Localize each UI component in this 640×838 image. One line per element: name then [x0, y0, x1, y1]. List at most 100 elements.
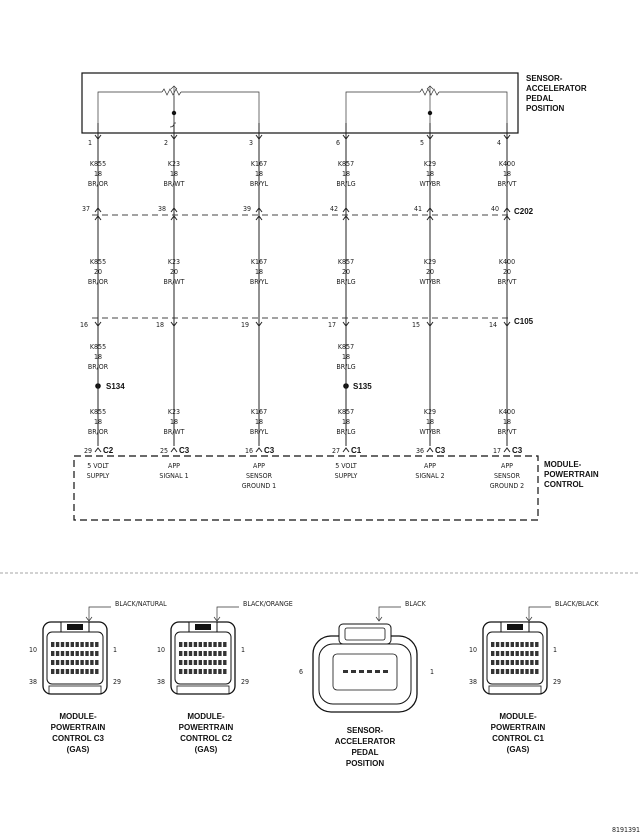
connector-color-label: BLACK — [405, 600, 427, 608]
wire-label: K855 — [90, 258, 106, 266]
pcm-function-label: GROUND 1 — [242, 482, 276, 490]
c202-pin-number: 38 — [158, 205, 166, 213]
wire-label: 18 — [94, 353, 102, 361]
wire-label: 20 — [94, 268, 102, 276]
wire-label: 18 — [503, 418, 511, 426]
c202-pin-number: 41 — [414, 205, 422, 213]
c105-pin-number: 15 — [412, 321, 420, 329]
svg-text:CONTROL: CONTROL — [544, 480, 584, 489]
wire-label: K857 — [338, 343, 354, 351]
pcm-pin-number: 17 — [493, 447, 501, 455]
svg-text:POSITION: POSITION — [526, 104, 564, 113]
pin-number: 1 — [241, 646, 245, 654]
wire-label: K23 — [168, 408, 180, 416]
pcm-function-label: SUPPLY — [335, 472, 358, 480]
wire-label: K29 — [424, 408, 436, 416]
c105-pin-number: 16 — [80, 321, 88, 329]
wire-label: BR/LG — [336, 363, 355, 371]
sensor-pin-number: 5 — [420, 139, 424, 147]
wire-label: K855 — [90, 160, 106, 168]
circuit-k857: 6K85718BR/LG42K85720BR/LG17K85718BR/LGK8… — [328, 123, 362, 480]
pcm-function-label: SUPPLY — [87, 472, 110, 480]
pin-number: 10 — [29, 646, 37, 654]
c105-pin-number: 14 — [489, 321, 497, 329]
pcm-connector-id: C2 — [103, 446, 114, 455]
sensor-pin-number: 1 — [88, 139, 92, 147]
wire-label: 20 — [170, 268, 178, 276]
pin-number: 1 — [553, 646, 557, 654]
wire-label: BR/OR — [88, 363, 109, 371]
splice-s134: S134 — [95, 382, 125, 391]
circuit-k167: 3K16718BR/YL39K16718BR/YL19K16718BR/YL16… — [241, 123, 276, 490]
wire-label: 18 — [94, 418, 102, 426]
wire-label: K167 — [251, 258, 267, 266]
pin-number: 29 — [241, 678, 249, 686]
sensor-pin-number: 3 — [249, 139, 253, 147]
wire-label: K167 — [251, 160, 267, 168]
c105-label: C105 — [514, 317, 534, 326]
wire-label: K857 — [338, 258, 354, 266]
wire-label: K23 — [168, 258, 180, 266]
pcm-pin-number: 27 — [332, 447, 340, 455]
pin-number: 29 — [553, 678, 561, 686]
circuits: 1K85518BR/OR37K85520BR/OR16K85518BR/ORK8… — [80, 123, 524, 490]
pcm-connector-id: C3 — [512, 446, 523, 455]
wire-label: 18 — [342, 353, 350, 361]
wire-label: BR/LG — [336, 428, 355, 436]
pcm-label: MODULE- POWERTRAIN CONTROL — [544, 460, 599, 489]
svg-text:S135: S135 — [353, 382, 372, 391]
pcm-connector-id: C3 — [179, 446, 190, 455]
sensor-pin-number: 4 — [497, 139, 501, 147]
wire-label: 18 — [170, 170, 178, 178]
connector-color-label: BLACK/ORANGE — [243, 600, 293, 608]
svg-text:SENSOR-: SENSOR- — [526, 74, 563, 83]
wire-label: 20 — [342, 268, 350, 276]
connector-name: (GAS) — [507, 745, 530, 754]
pin-number: 38 — [157, 678, 165, 686]
connector-name: MODULE- — [499, 712, 537, 721]
connector-name: CONTROL C3 — [52, 734, 104, 743]
wire-label: K29 — [424, 258, 436, 266]
svg-text:ACCELERATOR: ACCELERATOR — [526, 84, 587, 93]
pin-number: 6 — [299, 668, 303, 676]
c202-pin-number: 39 — [243, 205, 251, 213]
svg-text:S134: S134 — [106, 382, 125, 391]
wire-label: BR/WT — [164, 428, 185, 436]
circuit-k855: 1K85518BR/OR37K85520BR/OR16K85518BR/ORK8… — [80, 123, 114, 480]
wire-label: BR/OR — [88, 428, 109, 436]
wire-label: BR/VT — [498, 180, 517, 188]
wire-label: BR/YL — [250, 278, 269, 286]
wire-label: K29 — [424, 160, 436, 168]
svg-text:MODULE-: MODULE- — [544, 460, 582, 469]
pcm-function-label: APP — [424, 462, 436, 470]
wire-label: 18 — [255, 170, 263, 178]
wire-label: K855 — [90, 408, 106, 416]
connector-name: POWERTRAIN — [51, 723, 106, 732]
wire-label: K857 — [338, 408, 354, 416]
connector-name: MODULE- — [187, 712, 225, 721]
wire-label: K855 — [90, 343, 106, 351]
connector-name: SENSOR- — [347, 726, 384, 735]
potentiometer-1 — [97, 85, 260, 128]
pcm-connector-id: C3 — [264, 446, 275, 455]
splice-s135: S135 — [343, 382, 372, 391]
wire-label: 18 — [170, 418, 178, 426]
connector-color-label: BLACK/BLACK — [555, 600, 599, 608]
c105-pin-number: 19 — [241, 321, 249, 329]
wire-label: K400 — [499, 160, 515, 168]
wire-label: 18 — [426, 170, 434, 178]
wire-label: 20 — [426, 268, 434, 276]
pin-number: 10 — [157, 646, 165, 654]
pcm-function-label: 5 VOLT — [87, 462, 109, 470]
wire-label: BR/YL — [250, 428, 269, 436]
pcm-function-label: SIGNAL 1 — [159, 472, 188, 480]
wire-label: 18 — [503, 170, 511, 178]
pcm-pin-number: 36 — [416, 447, 424, 455]
connector-name: POSITION — [346, 759, 384, 768]
wire-label: BR/YL — [250, 180, 269, 188]
pcm-function-label: SENSOR — [494, 472, 521, 480]
wire-label: 18 — [342, 418, 350, 426]
